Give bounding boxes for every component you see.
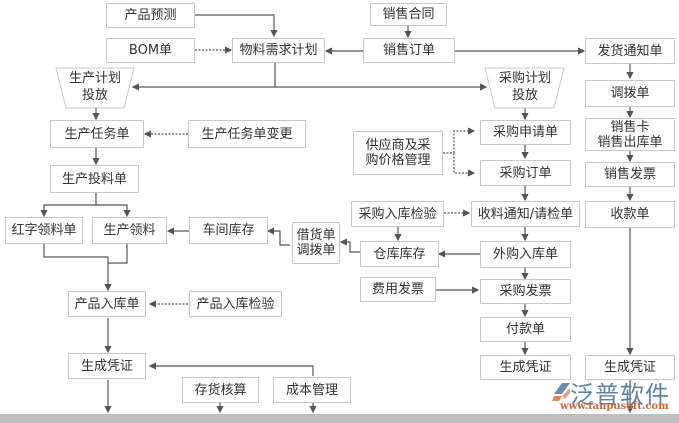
edge-red-inbound [43,243,108,258]
edge-borrow-workshop [266,227,290,246]
node-receiving-notice[interactable]: 收料通知/请检单 [471,201,580,227]
node-receipt-voucher[interactable]: 收款单 [585,201,675,228]
node-production-requisition[interactable]: 生产领料 [92,217,167,244]
trapezoid-purchase-plan [484,67,565,109]
node-expense-invoice[interactable]: 费用发票 [360,277,436,302]
node-cost-management[interactable]: 成本管理 [273,377,351,403]
node-sales-contract[interactable]: 销售合同 [370,3,447,26]
node-material-plan[interactable]: 物料需求计划 [232,38,325,63]
node-production-plan-release[interactable]: 生产计划 投放 [68,71,121,103]
node-workshop-inventory[interactable]: 车间库存 [189,217,268,244]
node-borrow-transfer[interactable]: 借货单 调拨单 [292,222,340,264]
edge-supplier-order [453,153,476,177]
edge-cost-voucher [148,362,314,376]
node-sales-order[interactable]: 销售订单 [363,38,455,63]
node-product-forecast[interactable]: 产品预测 [106,3,195,28]
node-production-feed[interactable]: 生产投料单 [50,165,139,193]
node-delivery-notice[interactable]: 发货通知单 [585,38,675,64]
node-external-purchase-inbound[interactable]: 外购入库单 [480,241,571,268]
node-inventory-accounting[interactable]: 存货核算 [182,377,259,403]
brand-url: www.fanpusoft.com [560,401,669,412]
node-transfer-order[interactable]: 调拨单 [585,80,675,107]
node-supplier-price-mgmt[interactable]: 供应商及采 购价格管理 [353,131,443,175]
edge-feed-split [40,193,97,218]
edge-supplier-request [453,127,476,153]
trapezoid-production-plan [55,67,135,109]
node-voucher-mid[interactable]: 生成凭证 [480,355,571,380]
node-payment-voucher[interactable]: 付款单 [480,317,571,342]
node-purchase-invoice[interactable]: 采购发票 [480,279,571,304]
node-warehouse-inventory[interactable]: 仓库库存 [360,241,439,267]
edge-forecast-plan [195,14,278,38]
node-red-material-requisition[interactable]: 红字领料单 [5,217,83,244]
brand-logo-icon [552,383,570,401]
edge-warehouse-borrow [339,238,360,253]
node-purchase-inbound-inspection[interactable]: 采购入库检验 [351,201,444,227]
bottom-bar [0,414,679,423]
node-sales-card-outbound[interactable]: 销售卡 销售出库单 [585,118,675,151]
node-purchase-order[interactable]: 采购订单 [480,160,571,186]
node-voucher-left[interactable]: 生成凭证 [68,353,146,379]
node-bom[interactable]: BOM单 [106,38,195,63]
edge-req-inbound [108,243,128,264]
node-purchase-plan-release[interactable]: 采购计划 投放 [498,71,551,103]
watermark-logo: 泛普软件 www.fanpusoft.com [548,377,678,413]
node-voucher-right[interactable]: 生成凭证 [585,355,675,380]
node-production-task-change[interactable]: 生产任务单变更 [188,120,306,148]
node-sales-invoice[interactable]: 销售发票 [585,162,675,187]
node-product-inbound[interactable]: 产品入库单 [68,291,146,317]
node-production-task[interactable]: 生产任务单 [50,120,144,148]
brand-name: 泛普软件 [570,381,670,409]
edge-feed-requisition [96,204,131,218]
node-purchase-request[interactable]: 采购申请单 [480,120,571,145]
node-product-inbound-inspection[interactable]: 产品入库检验 [189,291,282,317]
